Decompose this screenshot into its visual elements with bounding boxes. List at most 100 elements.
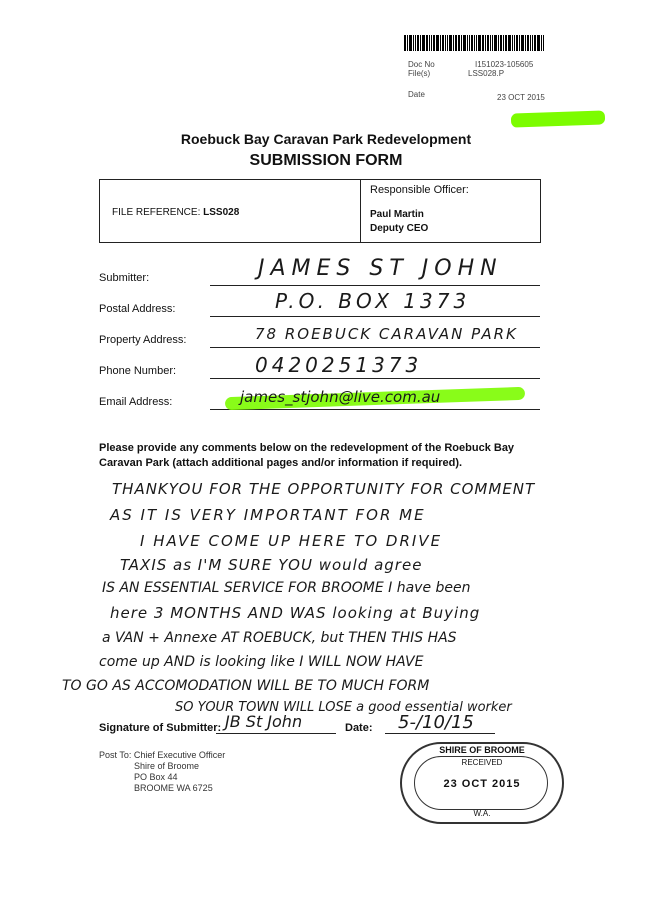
- barcode: [404, 35, 614, 51]
- stamp-status: RECEIVED: [461, 758, 503, 767]
- post-to-line-3: PO Box 44: [134, 772, 178, 782]
- barcode-bar: [530, 35, 531, 51]
- form-title: Roebuck Bay Caravan Park Redevelopment: [180, 131, 472, 147]
- stamp-date: 23 OCT 2015: [443, 778, 521, 790]
- signature-value: JB St John: [225, 712, 303, 731]
- date-value: 23 OCT 2015: [497, 93, 545, 102]
- signature-date-value: 5-/10/15: [398, 712, 474, 733]
- barcode-bar: [422, 35, 425, 51]
- barcode-bar: [458, 35, 460, 51]
- date-label: Date: [408, 90, 425, 99]
- submitter-line: [210, 285, 540, 286]
- barcode-bar: [514, 35, 515, 51]
- email-address-line: [210, 409, 540, 410]
- reference-box: [99, 179, 541, 243]
- reference-divider: [360, 179, 361, 243]
- barcode-bar: [433, 35, 435, 51]
- barcode-bar: [487, 35, 489, 51]
- file-reference-label: FILE REFERENCE:: [112, 207, 201, 218]
- barcode-bar: [469, 35, 470, 51]
- barcode-bar: [508, 35, 511, 51]
- signature-date-label: Date:: [345, 722, 373, 734]
- barcode-bar: [420, 35, 421, 51]
- barcode-bar: [532, 35, 533, 51]
- submitter-label: Submitter:: [99, 272, 150, 284]
- barcode-bar: [436, 35, 439, 51]
- barcode-bar: [440, 35, 441, 51]
- comment-line-5: IS AN ESSENTIAL SERVICE FOR BROOME I hav…: [102, 580, 471, 596]
- submitter-value: JAMES ST JOHN: [258, 256, 503, 281]
- post-to-line-4: BROOME WA 6725: [134, 783, 213, 793]
- email-address-value: james_stjohn@live.com.au: [240, 388, 441, 406]
- barcode-bar: [461, 35, 462, 51]
- barcode-bar: [534, 35, 536, 51]
- files-value: LSS028.P: [468, 69, 505, 78]
- comment-line-3: I HAVE COME UP HERE TO DRIVE: [140, 532, 443, 550]
- barcode-bar: [519, 35, 520, 51]
- postal-address-line: [210, 316, 540, 317]
- barcode-bar: [485, 35, 486, 51]
- barcode-bar: [537, 35, 540, 51]
- responsible-officer-name: Paul Martin: [370, 209, 424, 220]
- files-label: File(s): [408, 69, 431, 78]
- barcode-bar: [474, 35, 475, 51]
- barcode-bar: [453, 35, 454, 51]
- barcode-bar: [417, 35, 419, 51]
- stamp-organisation: SHIRE OF BROOME: [439, 745, 525, 755]
- barcode-bar: [512, 35, 513, 51]
- barcode-bar: [527, 35, 529, 51]
- signature-date-line: [385, 733, 495, 734]
- received-stamp-inner: [414, 756, 548, 810]
- comment-line-9: TO GO AS ACCOMODATION WILL BE TO MUCH FO…: [62, 678, 430, 694]
- responsible-officer-title: Deputy CEO: [370, 223, 429, 234]
- barcode-bar: [455, 35, 457, 51]
- barcode-bar: [525, 35, 526, 51]
- doc-no-label: Doc No: [408, 60, 435, 69]
- signature-line: [216, 733, 336, 734]
- responsible-officer-label: Responsible Officer:: [370, 184, 469, 196]
- barcode-bar: [407, 35, 408, 51]
- barcode-bar: [429, 35, 430, 51]
- barcode-bar: [467, 35, 468, 51]
- barcode-bar: [409, 35, 412, 51]
- postal-address-label: Postal Address:: [99, 303, 176, 315]
- barcode-bar: [541, 35, 542, 51]
- doc-no-value: I151023-105605: [475, 60, 534, 69]
- post-to-line-1: Post To: Chief Executive Officer: [99, 750, 226, 760]
- comment-line-4: TAXIS as I'M SURE YOU would agree: [120, 556, 423, 574]
- barcode-bar: [543, 35, 544, 51]
- stamp-state: W.A.: [473, 809, 491, 818]
- property-address-value: 78 ROEBUCK CARAVAN PARK: [255, 325, 518, 343]
- highlighter-mark: [510, 110, 606, 128]
- instructions-text: Please provide any comments below on the…: [99, 442, 515, 469]
- received-stamp: [400, 742, 564, 824]
- form-subtitle: SUBMISSION FORM: [249, 152, 403, 169]
- barcode-bar: [516, 35, 518, 51]
- barcode-bar: [415, 35, 416, 51]
- property-address-line: [210, 347, 540, 348]
- property-address-label: Property Address:: [99, 334, 187, 346]
- comment-line-10: SO YOUR TOWN WILL LOSE a good essential …: [175, 700, 512, 715]
- file-reference-value: LSS028: [203, 207, 240, 218]
- comment-line-8: come up AND is looking like I WILL NOW H…: [99, 654, 424, 670]
- phone-number-label: Phone Number:: [99, 365, 177, 377]
- barcode-bar: [413, 35, 414, 51]
- barcode-bar: [442, 35, 444, 51]
- barcode-bar: [463, 35, 466, 51]
- barcode-bar: [482, 35, 484, 51]
- post-to-line-2: Shire of Broome: [134, 761, 200, 771]
- barcode-bar: [445, 35, 446, 51]
- phone-number-line: [210, 378, 540, 379]
- barcode-bar: [521, 35, 524, 51]
- barcode-bar: [498, 35, 499, 51]
- barcode-bar: [449, 35, 452, 51]
- comment-line-7: a VAN + Annexe AT ROEBUCK, but THEN THIS…: [102, 630, 457, 646]
- barcode-bar: [404, 35, 406, 51]
- barcode-bar: [505, 35, 507, 51]
- barcode-bar: [426, 35, 428, 51]
- comment-line-2: AS IT IS VERY IMPORTANT FOR ME: [110, 506, 426, 524]
- barcode-bar: [476, 35, 477, 51]
- barcode-bar: [494, 35, 497, 51]
- barcode-bar: [447, 35, 448, 51]
- barcode-bar: [490, 35, 491, 51]
